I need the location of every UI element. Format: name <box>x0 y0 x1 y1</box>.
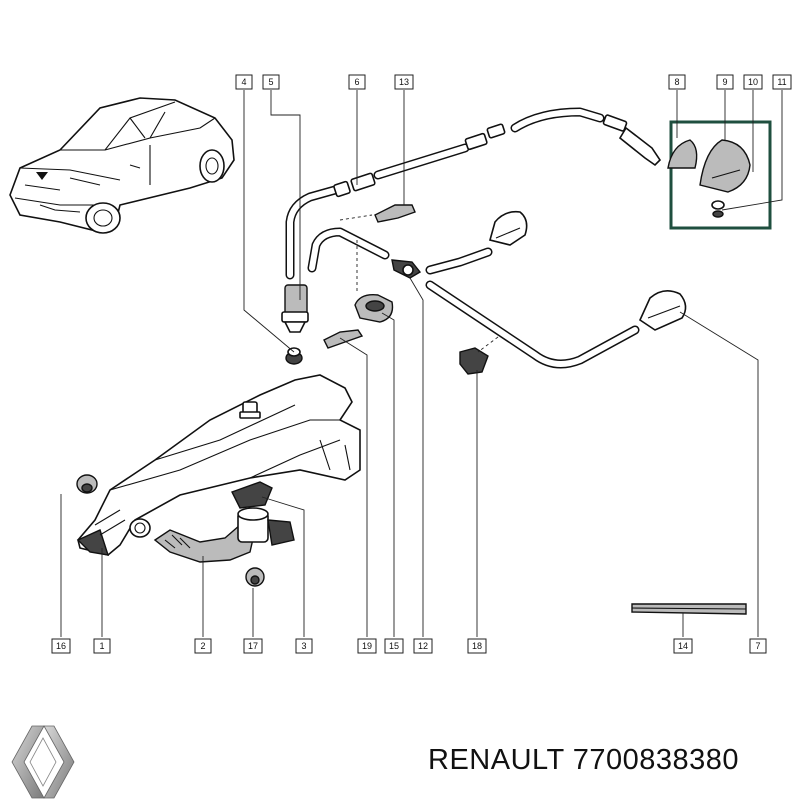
svg-text:15: 15 <box>389 641 399 651</box>
callout-9: 9 <box>716 74 734 90</box>
callout-8: 8 <box>668 74 686 90</box>
svg-text:8: 8 <box>674 77 679 87</box>
svg-text:17: 17 <box>248 641 258 651</box>
callout-2: 2 <box>194 638 212 654</box>
callout-11: 11 <box>772 74 792 90</box>
hose-clip-13 <box>374 204 416 223</box>
callout-5: 5 <box>262 74 280 90</box>
svg-text:3: 3 <box>301 641 306 651</box>
svg-text:5: 5 <box>268 77 273 87</box>
svg-text:18: 18 <box>472 641 482 651</box>
nozzle-upper <box>489 210 528 246</box>
grommet-15 <box>354 294 394 323</box>
svg-text:14: 14 <box>678 641 688 651</box>
leader-lines <box>60 90 783 637</box>
washer-reservoir <box>76 374 361 556</box>
nozzle-right <box>638 290 687 331</box>
callout-19: 19 <box>357 638 377 654</box>
part-caption: RENAULT 7700838380 <box>428 744 740 776</box>
renault-diamond-logo-icon <box>11 725 75 799</box>
svg-text:6: 6 <box>354 77 359 87</box>
svg-text:1: 1 <box>99 641 104 651</box>
grommet-16 <box>76 474 98 494</box>
svg-text:19: 19 <box>362 641 372 651</box>
washer-pump <box>281 284 309 333</box>
clip-18 <box>459 347 489 375</box>
callout-1: 1 <box>93 638 111 654</box>
callout-17: 17 <box>243 638 263 654</box>
callout-14: 14 <box>673 638 693 654</box>
callout-7: 7 <box>749 638 767 654</box>
callout-13: 13 <box>394 74 414 90</box>
svg-text:13: 13 <box>399 77 409 87</box>
car-illustration <box>9 97 235 234</box>
hose-clip-19 <box>323 329 364 349</box>
svg-text:9: 9 <box>722 77 727 87</box>
trim-strip <box>631 603 747 615</box>
pump-3 <box>231 481 295 546</box>
callout-10: 10 <box>743 74 763 90</box>
svg-text:7: 7 <box>755 641 760 651</box>
callout-15: 15 <box>384 638 404 654</box>
grommet-17 <box>245 567 265 587</box>
callout-6: 6 <box>348 74 366 90</box>
svg-text:10: 10 <box>748 77 758 87</box>
callout-12: 12 <box>413 638 433 654</box>
svg-text:11: 11 <box>777 77 786 87</box>
svg-text:2: 2 <box>200 641 205 651</box>
svg-text:4: 4 <box>241 77 246 87</box>
nozzle-highlight-group <box>667 120 772 230</box>
callout-3: 3 <box>295 638 313 654</box>
callout-4: 4 <box>235 74 253 90</box>
callout-18: 18 <box>467 638 487 654</box>
grommet <box>285 347 303 365</box>
callout-16: 16 <box>51 638 71 654</box>
washer-hoses <box>285 107 662 369</box>
svg-text:16: 16 <box>56 641 66 651</box>
svg-text:12: 12 <box>418 641 428 651</box>
